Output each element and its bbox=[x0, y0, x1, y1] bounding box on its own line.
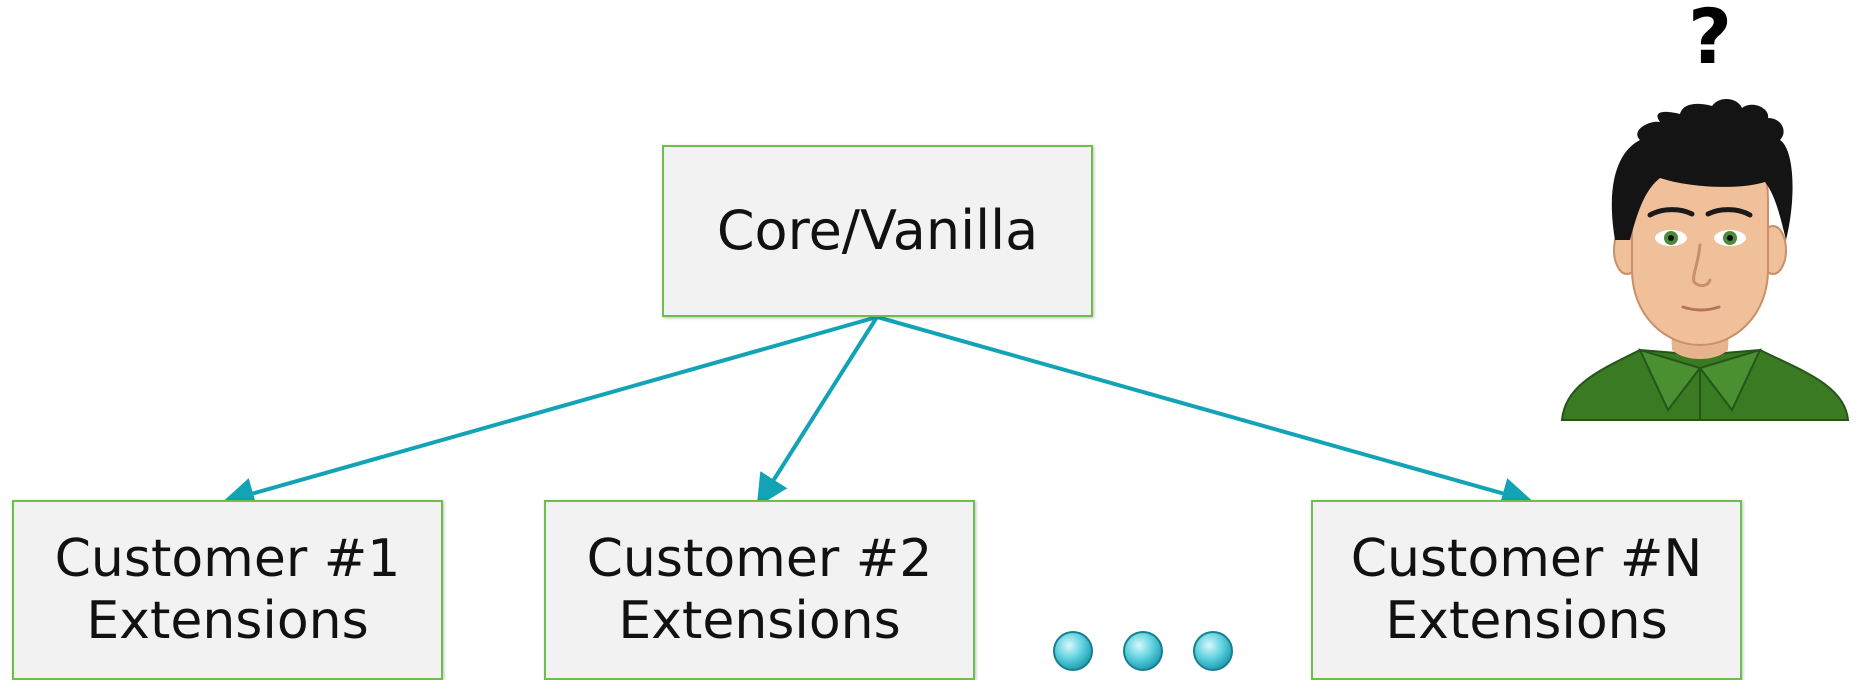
customer-n-extensions-label: Extensions bbox=[1385, 591, 1668, 651]
customer-n-label: Customer #N bbox=[1350, 529, 1703, 589]
arrow-core-to-customer-n bbox=[876, 315, 1534, 509]
core-vanilla-box: Core/Vanilla bbox=[662, 145, 1093, 317]
person-avatar-icon bbox=[1560, 99, 1850, 421]
ellipsis-dot bbox=[1053, 631, 1093, 671]
customer-1-extensions-box: Customer #1 Extensions bbox=[12, 500, 443, 680]
customer-n-extensions-box: Customer #N Extensions bbox=[1311, 500, 1742, 680]
ellipsis-dots bbox=[1053, 631, 1233, 671]
customer-2-label: Customer #2 bbox=[586, 529, 933, 589]
core-vanilla-label: Core/Vanilla bbox=[716, 199, 1039, 262]
question-mark: ? bbox=[1688, 0, 1733, 81]
arrow-core-to-customer-1 bbox=[222, 315, 878, 509]
customer-2-extensions-label: Extensions bbox=[618, 591, 901, 651]
customer-1-extensions-label: Extensions bbox=[86, 591, 369, 651]
ellipsis-dot bbox=[1123, 631, 1163, 671]
customer-2-extensions-box: Customer #2 Extensions bbox=[544, 500, 975, 680]
ellipsis-dot bbox=[1193, 631, 1233, 671]
customer-1-label: Customer #1 bbox=[54, 529, 401, 589]
arrow-core-to-customer-2 bbox=[756, 315, 879, 507]
